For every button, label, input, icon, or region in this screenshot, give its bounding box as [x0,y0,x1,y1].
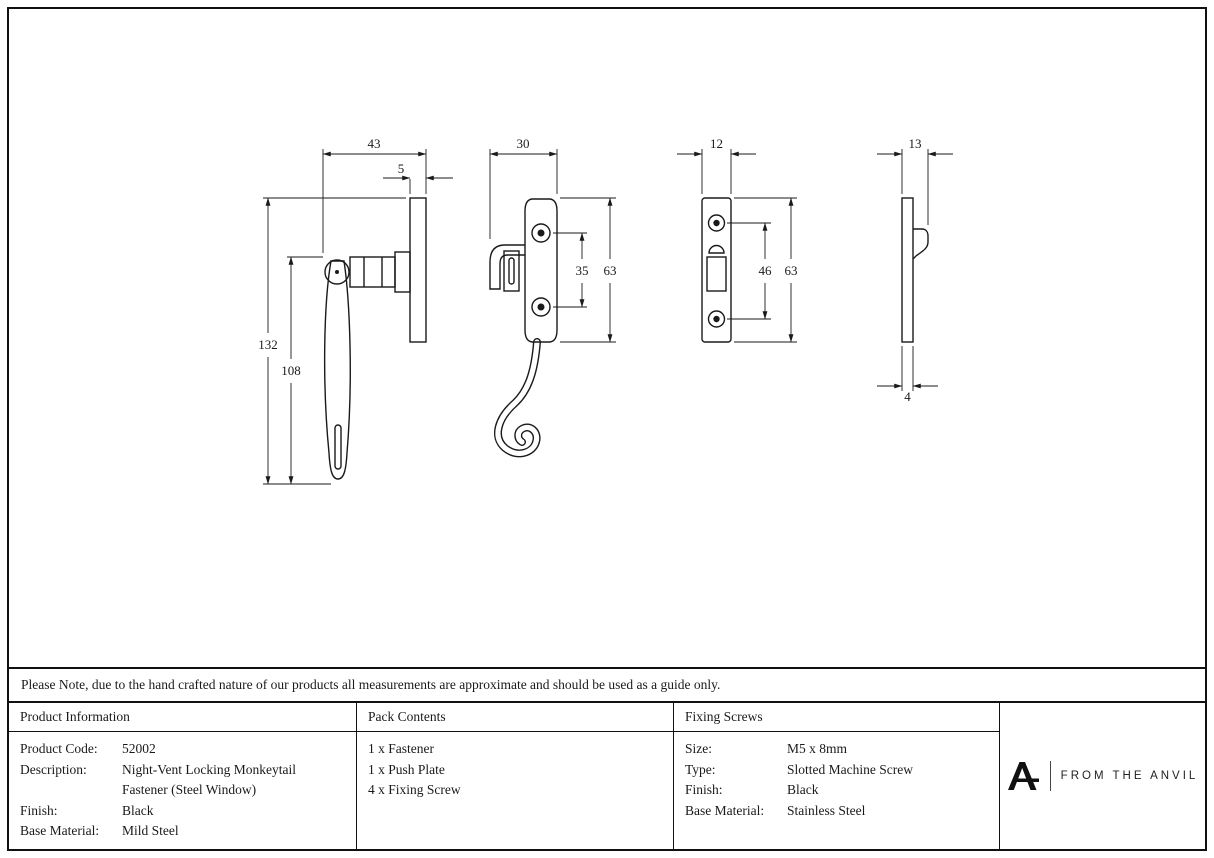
dim-label-thickness-4: 4 [904,389,911,404]
dim-label-spacing-35: 35 [576,263,589,278]
screw-type-label: Type: [685,761,716,777]
brand-name: FROM THE ANVIL [1060,770,1199,782]
brand-lockup: FROM THE ANVIL [1007,761,1199,792]
technical-drawing-canvas: 43 5 132 108 [258,136,953,485]
spec-table: Product Information Product Code: 52002 … [9,701,1205,849]
keep-plate-front-dimensions: 12 46 63 [677,136,798,343]
measurement-note: Please Note, due to the hand crafted nat… [21,677,721,692]
dim-label-spacing-46: 46 [759,263,773,278]
dim-label-length-132: 132 [258,337,278,352]
finish-label: Finish: [20,802,58,818]
product-code-label: Product Code: [20,741,98,756]
fixing-screws-header: Fixing Screws [674,703,999,732]
from-the-anvil-logo-icon [1007,761,1039,790]
dim-label-length-108: 108 [281,363,301,378]
dim-label-width-43: 43 [368,136,381,151]
pack-contents-body: 1 x Fastener 1 x Push Plate 4 x Fixing S… [357,732,673,801]
screw-size-label: Size: [685,741,712,756]
brand-cell: FROM THE ANVIL [999,703,1205,849]
keep-plate-side-dimensions: 13 4 [877,136,953,404]
pack-contents-section: Pack Contents 1 x Fastener 1 x Push Plat… [356,703,673,849]
description-label: Description: [20,761,87,777]
pack-item-fastener: 1 x Fastener [368,741,434,756]
dim-label-width-30: 30 [517,136,530,151]
screw-type-value: Slotted Machine Screw [787,761,913,777]
fixing-screws-section: Fixing Screws Size: M5 x 8mm Type: Slott… [673,703,999,849]
product-code-value: 52002 [122,741,156,756]
description-value: Night-Vent Locking Monkeytail Fastener (… [122,761,296,798]
dim-label-thickness-5: 5 [398,161,405,176]
product-information-header: Product Information [9,703,356,732]
dim-label-width-12: 12 [710,136,723,151]
screw-material-label: Base Material: [685,802,765,818]
brand-divider [1049,761,1051,791]
fastener-side-dimensions: 43 5 132 108 [258,136,453,485]
keep-plate-front-view [701,197,732,343]
product-information-section: Product Information Product Code: 52002 … [9,703,356,849]
pack-contents-header: Pack Contents [357,703,673,732]
pack-item-fixing-screw: 4 x Fixing Screw [368,782,461,797]
screw-finish-value: Black [787,782,819,797]
keep-plate-side-view [901,197,929,343]
fixing-screws-body: Size: M5 x 8mm Type: Slotted Machine Scr… [674,732,999,821]
technical-drawing-area: 43 5 132 108 [9,9,1205,667]
base-material-value: Mild Steel [122,823,179,838]
product-information-body: Product Code: 52002 Description: Night-V… [9,732,356,842]
pack-item-push-plate: 1 x Push Plate [368,761,445,777]
fastener-front-dimensions: 30 35 63 [489,136,617,343]
measurement-note-row: Please Note, due to the hand crafted nat… [9,667,1205,701]
screw-size-value: M5 x 8mm [787,741,848,756]
finish-value: Black [122,802,154,818]
screw-material-value: Stainless Steel [787,802,866,818]
spec-sheet: 43 5 132 108 [7,7,1207,851]
dim-label-length-63: 63 [604,263,617,278]
dim-label-length-63b: 63 [785,263,798,278]
fastener-side-view [323,197,427,480]
fastener-front-view [489,198,558,458]
base-material-label: Base Material: [20,823,100,838]
dim-label-width-13: 13 [909,136,922,151]
screw-finish-label: Finish: [685,782,723,797]
